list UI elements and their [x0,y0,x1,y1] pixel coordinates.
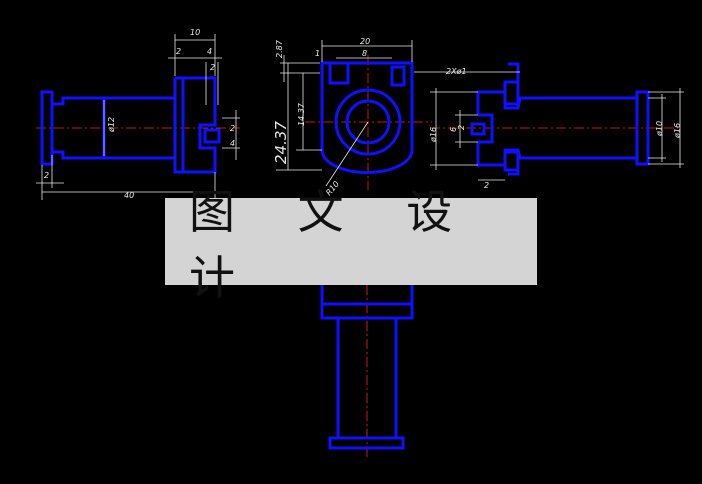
front-body [320,61,414,174]
right-shaft-bottom [516,149,648,166]
left-shaft-bottom [52,150,175,160]
dim-left-bottom-step: 2 [44,171,49,180]
dim-left-top-width: 10 [190,28,200,37]
right-end-flange [635,90,650,166]
dim-front-width: 20 [360,37,370,46]
dim-front-top-height: 2.87 [275,39,284,58]
dim-right-bottom-gap: 2 [484,181,489,190]
bottom-view [320,285,414,460]
left-key [203,128,221,144]
front-inner-circle [345,99,391,145]
dim-left-small-b: 4 [230,139,235,148]
dim-front-offset: 1 [315,49,320,58]
dim-left-bore: ø12 [107,117,116,133]
right-seal-top [503,80,520,106]
bottom-housing [320,285,414,320]
right-seal-bottom [503,150,520,172]
dim-left-small-a: 2 [230,124,235,133]
right-view: 2Xø1 ø16 6 2 ø10 ø16 2 [429,62,684,190]
front-outer-circle [334,88,402,156]
front-top-slot [328,61,350,85]
dim-right-holes: 2Xø1 [446,67,467,76]
dim-left-overall: 40 [124,191,134,200]
dim-right-shaft-dia: ø10 [655,121,664,137]
dim-right-outer-dia: ø16 [673,123,682,139]
dim-front-mid-height: 14.37 [297,102,306,126]
dim-front-inner: 8 [362,49,367,58]
dim-left-step: 4 [207,47,212,56]
watermark-text: 图 文 设 计 [189,184,477,305]
right-inner-step [478,113,494,144]
bottom-end-flange [328,436,405,450]
dim-left-gap: 2 [176,47,181,56]
left-flange [40,90,54,166]
dim-front-center-height: 24.37 [272,121,290,164]
watermark-banner: 图 文 设 计 [165,185,537,305]
left-shaft [52,96,175,106]
dim-left-vertical: 2 [210,63,215,72]
dim-right-flange-dia: ø16 [429,127,438,143]
right-key [470,122,486,136]
right-shaft-top [516,90,648,109]
front-key [390,65,406,87]
left-view: 10 2 4 2 ø12 2 4 2 40 [36,28,240,200]
front-view: 20 8 1 2.87 24.37 14.37 R10 [272,37,440,197]
left-body [173,76,217,174]
dim-right-small-gap: 2 [457,125,466,130]
dim-right-inner-gap: 6 [449,127,458,132]
